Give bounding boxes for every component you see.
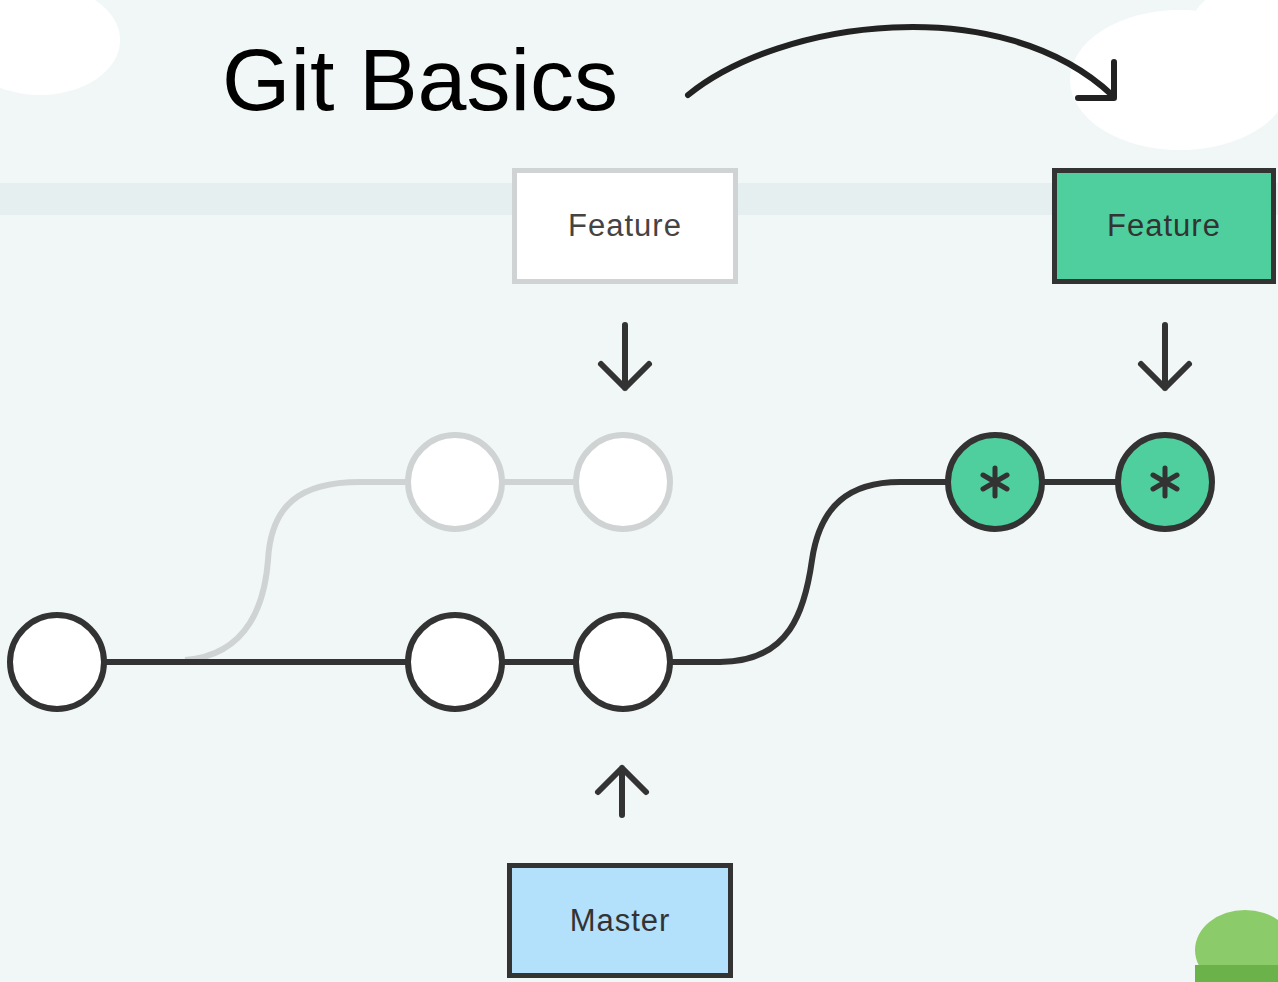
branch-label: Master: [507, 863, 733, 978]
curved-arrow: [688, 27, 1112, 95]
commit: [408, 615, 502, 709]
faded-branch-line: [185, 482, 576, 660]
faded-commit: [576, 435, 670, 529]
asterisk: [983, 468, 1177, 496]
tree: [1195, 965, 1278, 982]
title: Git Basics: [222, 36, 618, 124]
pointer-arrow: [598, 325, 1189, 815]
rebased-commit: [1118, 435, 1212, 529]
faded-branch-label: Feature: [512, 168, 738, 284]
branch-label: Feature: [1052, 168, 1276, 284]
rebased-commit: [948, 435, 1042, 529]
commit: [576, 615, 670, 709]
tree: [1195, 910, 1278, 982]
faded-commit: [408, 435, 502, 529]
branch-name: Master: [570, 903, 671, 939]
cloud: [0, 0, 120, 95]
cloud: [1190, 0, 1278, 75]
branch-name: Feature: [1107, 208, 1221, 244]
commit: [10, 615, 104, 709]
branch-name: Feature: [568, 208, 682, 244]
arrow-head: [1078, 62, 1114, 98]
